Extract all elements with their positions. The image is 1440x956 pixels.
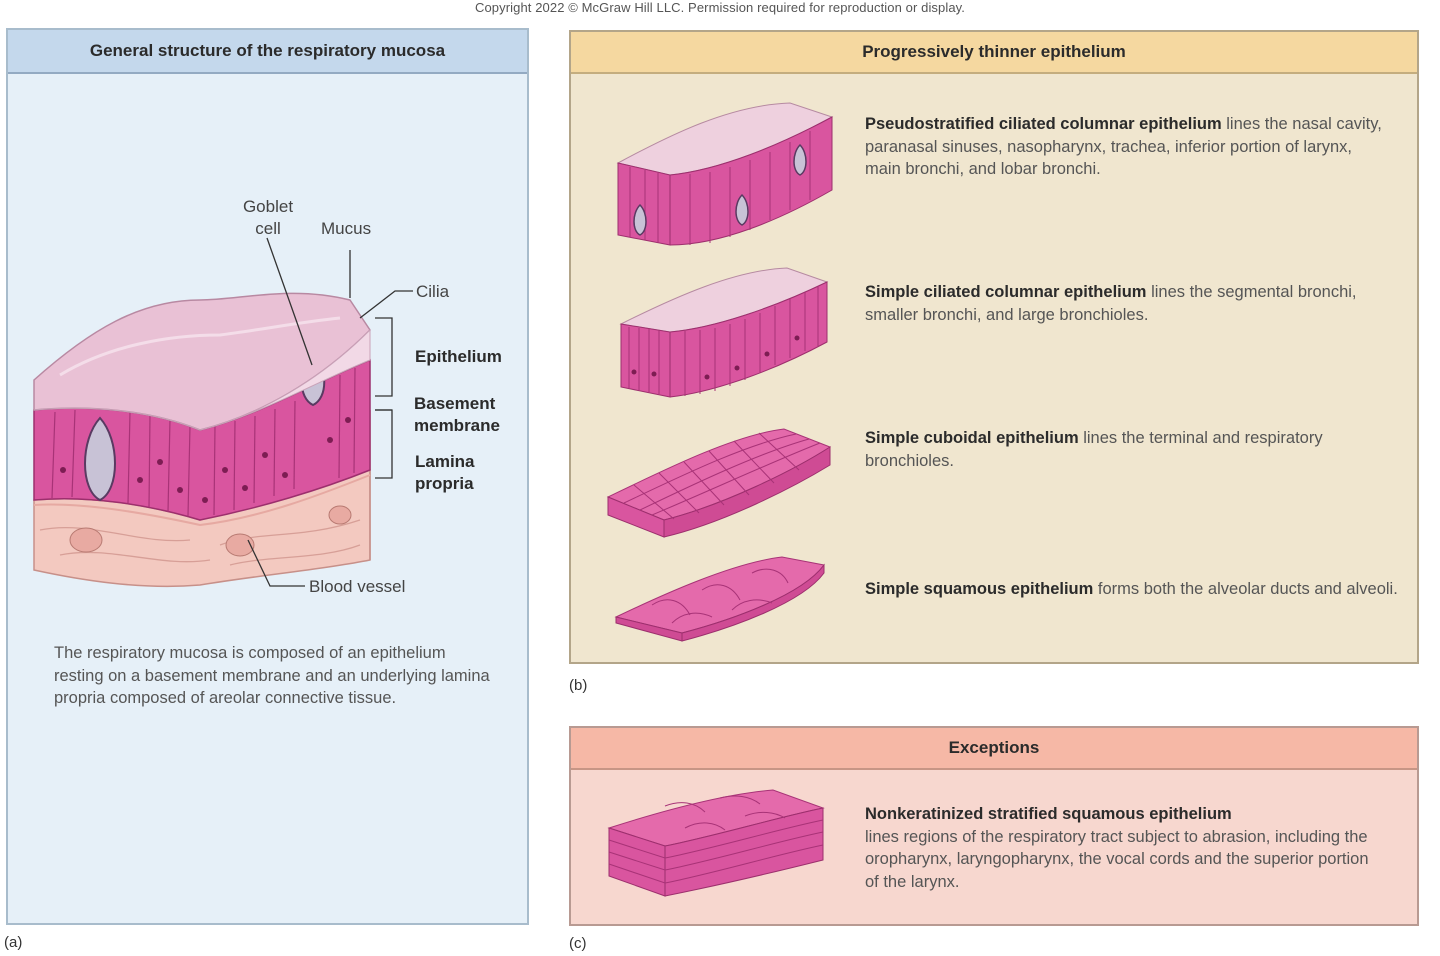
figure-letter-a: (a) (4, 934, 23, 951)
item-pseudostratified-text: lines the nasal cavity, paranasal sinuse… (865, 115, 1382, 178)
label-cilia: Cilia (416, 282, 450, 301)
figure-letter-b: (b) (569, 677, 588, 694)
item-stratified-squamous-name: Nonkeratinized stratified squamous epith… (865, 805, 1232, 823)
simple-cuboidal-illustration (606, 428, 832, 538)
label-blood-vessel: Blood vessel (309, 577, 406, 596)
item-pseudostratified: Pseudostratified ciliated columnar epith… (865, 113, 1385, 181)
item-simple-ciliated-columnar-name: Simple ciliated columnar epithelium (865, 283, 1147, 301)
item-simple-squamous: Simple squamous epithelium forms both th… (865, 578, 1405, 601)
item-simple-ciliated-columnar: Simple ciliated columnar epithelium line… (865, 281, 1385, 326)
item-simple-squamous-name: Simple squamous epithelium (865, 580, 1094, 598)
panel-a-title: General structure of the respiratory muc… (8, 30, 527, 74)
item-simple-squamous-text: forms both the alveolar ducts and alveol… (1093, 580, 1398, 598)
simple-ciliated-columnar-illustration (619, 267, 829, 398)
panel-a-caption: The respiratory mucosa is composed of an… (54, 644, 490, 707)
item-simple-cuboidal-name: Simple cuboidal epithelium (865, 429, 1079, 447)
item-simple-cuboidal-text: lines the terminal and respiratory bronc… (865, 429, 1323, 470)
figure-letter-c: (c) (569, 935, 587, 952)
item-stratified-squamous-text: lines regions of the respiratory tract s… (865, 827, 1369, 891)
item-simple-ciliated-columnar-text: lines the segmental bronchi, smaller bro… (865, 283, 1357, 324)
item-simple-cuboidal: Simple cuboidal epithelium lines the ter… (865, 427, 1385, 472)
panel-c-title: Exceptions (571, 728, 1417, 770)
item-pseudostratified-name: Pseudostratified ciliated columnar epith… (865, 115, 1222, 133)
label-basement-membrane: Basement membrane (414, 394, 500, 435)
stratified-squamous-illustration (607, 789, 825, 897)
pseudostratified-tissue-illustration (616, 102, 834, 246)
panel-b-title: Progressively thinner epithelium (571, 32, 1417, 74)
label-goblet-cell: Goblet cell (242, 197, 294, 238)
simple-squamous-illustration (614, 556, 825, 642)
label-epithelium: Epithelium (415, 347, 502, 366)
label-lamina-propria: Lamina propria (415, 452, 475, 493)
copyright-notice: Copyright 2022 © McGraw Hill LLC. Permis… (474, 0, 966, 15)
item-stratified-squamous: Nonkeratinized stratified squamous epith… (865, 803, 1385, 893)
label-mucus: Mucus (321, 219, 372, 238)
respiratory-mucosa-illustration (33, 237, 413, 588)
